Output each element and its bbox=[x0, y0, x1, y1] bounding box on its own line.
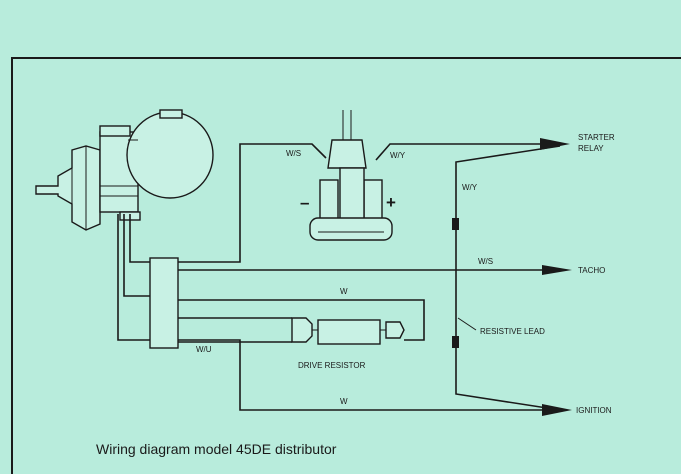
label-wire-ws-top: W/S bbox=[286, 149, 301, 158]
label-resistive-lead: RESISTIVE LEAD bbox=[480, 327, 545, 336]
label-wire-wy-top: W/Y bbox=[390, 151, 406, 160]
wiring bbox=[117, 143, 561, 411]
distributor bbox=[35, 109, 214, 231]
diagram-frame bbox=[11, 57, 681, 474]
amplifier-module bbox=[149, 257, 179, 349]
label-wire-ws-tacho: W/S bbox=[478, 257, 493, 266]
label-wire-wu: W/U bbox=[196, 345, 212, 354]
arrow-ignition bbox=[542, 404, 572, 416]
label-wire-w-upper: W bbox=[340, 287, 348, 296]
label-drive-resistor: DRIVE RESISTOR bbox=[298, 361, 366, 370]
label-wire-w-lower: W bbox=[340, 397, 348, 406]
label-coil-plus: + bbox=[386, 193, 396, 212]
label-coil-minus: – bbox=[300, 193, 309, 212]
arrow-tacho bbox=[542, 265, 572, 275]
label-wire-wy-vertical: W/Y bbox=[462, 183, 478, 192]
drive-resistor bbox=[291, 317, 405, 345]
label-starter-line1: STARTER bbox=[578, 133, 615, 142]
label-starter-line2: RELAY bbox=[578, 144, 604, 153]
arrowheads bbox=[540, 138, 572, 416]
diagram-caption: Wiring diagram model 45DE distributor bbox=[96, 441, 337, 457]
ignition-coil bbox=[309, 110, 393, 241]
label-tacho: TACHO bbox=[578, 266, 605, 275]
arrow-starter-relay bbox=[540, 138, 570, 150]
label-ignition: IGNITION bbox=[576, 406, 612, 415]
